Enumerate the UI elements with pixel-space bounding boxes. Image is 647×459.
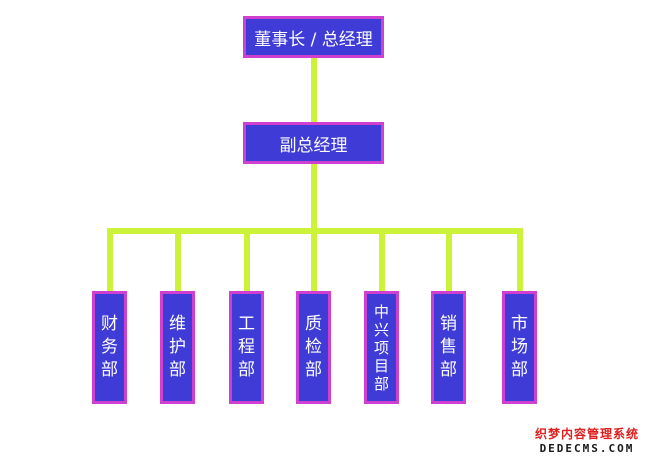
- connector-mid-to-bus: [311, 164, 317, 232]
- node-deputy-general-manager: 副总经理: [243, 122, 384, 164]
- node-dept-quality-label: 质检部: [305, 314, 322, 380]
- node-dept-zte-project-label: 中兴项目部: [373, 302, 389, 393]
- node-dept-maintenance-label: 维护部: [169, 314, 186, 380]
- connector-drop-dept-2: [175, 228, 181, 291]
- watermark-en: DEDECMS.COM: [539, 442, 635, 455]
- connector-drop-dept-1: [107, 228, 113, 291]
- node-dept-engineering-label: 工程部: [238, 314, 255, 380]
- node-dept-sales-label: 销售部: [440, 314, 457, 380]
- watermark-cn: 织梦内容管理系统: [534, 427, 639, 441]
- node-dept-finance-label: 财务部: [101, 314, 118, 380]
- watermark: 织梦内容管理系统 DEDECMS.COM: [535, 425, 639, 455]
- node-dept-marketing-label: 市场部: [511, 314, 528, 380]
- node-chairman-label: 董事长 / 总经理: [254, 29, 373, 50]
- node-deputy-label: 副总经理: [279, 135, 348, 156]
- node-chairman-general-manager: 董事长 / 总经理: [243, 16, 384, 58]
- connector-top-to-mid: [311, 58, 317, 122]
- connector-drop-dept-6: [446, 228, 452, 291]
- node-dept-quality: 质检部: [296, 291, 331, 404]
- node-dept-finance: 财务部: [92, 291, 127, 404]
- node-dept-engineering: 工程部: [229, 291, 264, 404]
- node-dept-maintenance: 维护部: [160, 291, 195, 404]
- connector-drop-dept-5: [379, 228, 385, 291]
- node-dept-sales: 销售部: [431, 291, 466, 404]
- connector-drop-dept-3: [244, 228, 250, 291]
- connector-drop-dept-7: [517, 228, 523, 291]
- node-dept-marketing: 市场部: [502, 291, 537, 404]
- node-dept-zte-project: 中兴项目部: [364, 291, 399, 404]
- connector-drop-dept-4: [311, 228, 317, 291]
